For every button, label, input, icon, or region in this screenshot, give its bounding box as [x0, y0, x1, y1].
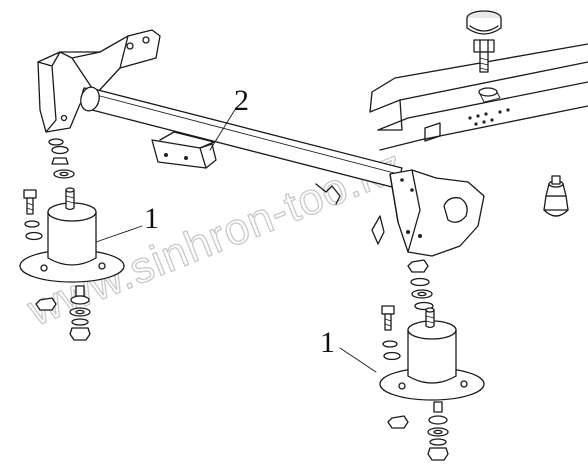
crossmember [37, 29, 485, 257]
washer-stack-upper-left [48, 138, 75, 179]
callout-mount-left: 1 [95, 202, 159, 243]
callout-mount-right: 1 [320, 326, 377, 373]
callout-crossmember: 2 [209, 84, 249, 151]
fastener-stack-lower-right [387, 401, 449, 461]
bump-stop [543, 175, 569, 217]
frame-rail [369, 43, 588, 151]
fastener-stack-lower-left [35, 285, 91, 341]
callout-number: 2 [234, 84, 249, 117]
mount-bolt-left [23, 189, 43, 241]
callout-number: 1 [144, 202, 159, 235]
mount-bolt-right [381, 305, 401, 361]
washer-stack-upper-right [407, 259, 434, 311]
rubber-plug [466, 10, 502, 35]
engine-mount-left [19, 187, 125, 283]
frame-bolt [473, 39, 498, 97]
engine-mount-right [379, 307, 485, 401]
callout-number: 1 [320, 326, 335, 359]
